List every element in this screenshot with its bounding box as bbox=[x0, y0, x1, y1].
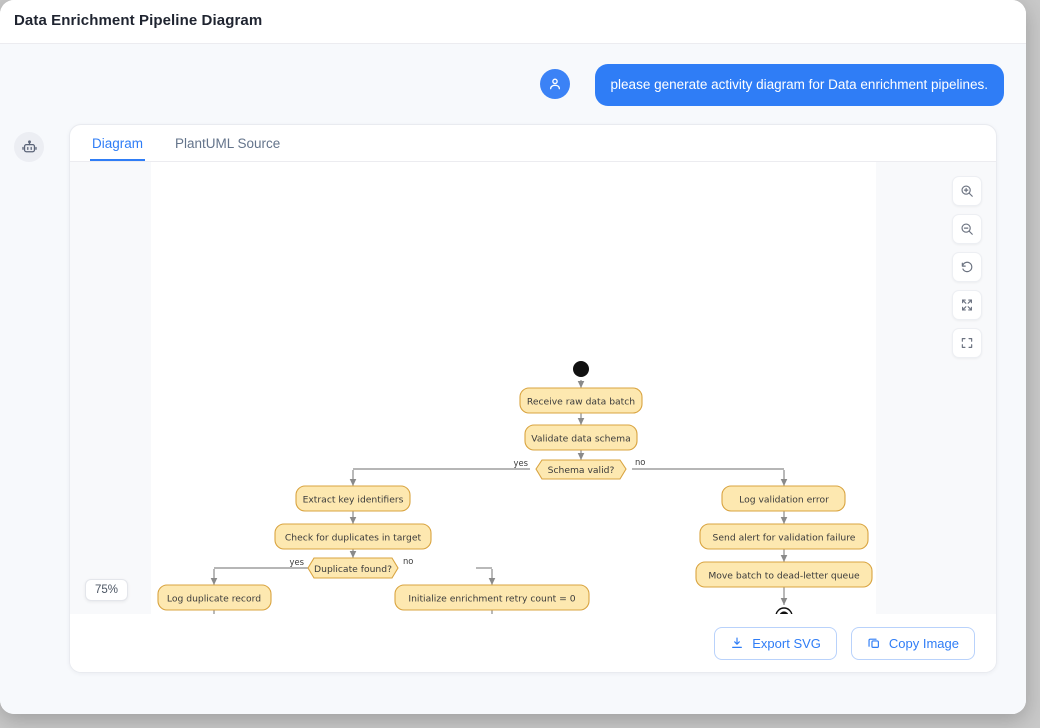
user-icon bbox=[547, 76, 563, 92]
robot-icon bbox=[21, 139, 38, 156]
zoom-in-icon bbox=[960, 184, 974, 198]
user-message-row: please generate activity diagram for Dat… bbox=[540, 64, 1004, 106]
activity-diagram-svg: Receive raw data batch Validate data sch… bbox=[70, 162, 996, 614]
end-node-right bbox=[776, 608, 792, 614]
zoom-in-button[interactable] bbox=[952, 176, 982, 206]
activity-node-receive-raw-data-batch: Receive raw data batch bbox=[520, 388, 642, 413]
tab-bar: Diagram PlantUML Source bbox=[70, 125, 996, 162]
zoom-toolbar bbox=[952, 176, 982, 358]
node-label: Extract key identifiers bbox=[303, 495, 404, 506]
avatar bbox=[14, 132, 44, 162]
activity-node-extract-key-identifiers: Extract key identifiers bbox=[296, 486, 410, 511]
node-label: Log validation error bbox=[739, 495, 829, 506]
decision-duplicate-found: Duplicate found? bbox=[308, 558, 398, 578]
copy-image-button[interactable]: Copy Image bbox=[851, 627, 975, 660]
avatar bbox=[540, 69, 570, 99]
branch-label-no: no bbox=[635, 457, 645, 467]
activity-node-log-duplicate-record: Log duplicate record bbox=[158, 585, 271, 610]
node-label: Receive raw data batch bbox=[527, 397, 635, 408]
activity-node-initialize-retry-count: Initialize enrichment retry count = 0 bbox=[395, 585, 589, 610]
copy-image-label: Copy Image bbox=[889, 636, 959, 651]
branch-label-no: no bbox=[403, 556, 413, 566]
copy-icon bbox=[867, 636, 881, 650]
chat-body: please generate activity diagram for Dat… bbox=[0, 44, 1026, 714]
activity-node-move-batch-dlq: Move batch to dead-letter queue bbox=[696, 562, 872, 587]
bot-message-row: Diagram PlantUML Source bbox=[14, 124, 1004, 673]
fit-screen-icon bbox=[960, 298, 974, 312]
tab-diagram[interactable]: Diagram bbox=[90, 136, 145, 161]
node-label: Validate data schema bbox=[531, 434, 630, 445]
zoom-level-badge: 75% bbox=[85, 579, 128, 601]
fit-screen-button[interactable] bbox=[952, 290, 982, 320]
zoom-out-icon bbox=[960, 222, 974, 236]
branch-label-yes: yes bbox=[290, 557, 304, 567]
activity-node-validate-data-schema: Validate data schema bbox=[525, 425, 637, 450]
branch-label-yes: yes bbox=[514, 458, 528, 468]
fullscreen-icon bbox=[960, 336, 974, 350]
fullscreen-button[interactable] bbox=[952, 328, 982, 358]
diagram-card: Diagram PlantUML Source bbox=[69, 124, 997, 673]
card-footer: Export SVG Copy Image bbox=[70, 614, 996, 672]
download-icon bbox=[730, 636, 744, 650]
activity-node-check-for-duplicates: Check for duplicates in target bbox=[275, 524, 431, 549]
node-label: Log duplicate record bbox=[167, 594, 261, 605]
user-message-bubble: please generate activity diagram for Dat… bbox=[595, 64, 1004, 106]
node-label: Move batch to dead-letter queue bbox=[708, 571, 860, 582]
export-svg-label: Export SVG bbox=[752, 636, 821, 651]
page-title: Data Enrichment Pipeline Diagram bbox=[14, 12, 262, 29]
decision-label: Duplicate found? bbox=[314, 564, 392, 575]
app-window: Data Enrichment Pipeline Diagram please … bbox=[0, 0, 1026, 714]
title-bar: Data Enrichment Pipeline Diagram bbox=[0, 0, 1026, 44]
zoom-out-button[interactable] bbox=[952, 214, 982, 244]
start-node bbox=[573, 361, 589, 377]
decision-schema-valid: Schema valid? bbox=[536, 460, 626, 479]
reset-button[interactable] bbox=[952, 252, 982, 282]
export-svg-button[interactable]: Export SVG bbox=[714, 627, 837, 660]
reset-icon bbox=[960, 260, 974, 274]
node-label: Initialize enrichment retry count = 0 bbox=[408, 594, 575, 605]
node-label: Send alert for validation failure bbox=[713, 533, 856, 544]
activity-node-log-validation-error: Log validation error bbox=[722, 486, 845, 511]
tab-plantuml-source[interactable]: PlantUML Source bbox=[173, 136, 282, 161]
node-label: Check for duplicates in target bbox=[285, 533, 422, 544]
diagram-canvas[interactable]: Receive raw data batch Validate data sch… bbox=[70, 162, 996, 614]
activity-node-send-alert: Send alert for validation failure bbox=[700, 524, 868, 549]
decision-label: Schema valid? bbox=[548, 465, 615, 476]
